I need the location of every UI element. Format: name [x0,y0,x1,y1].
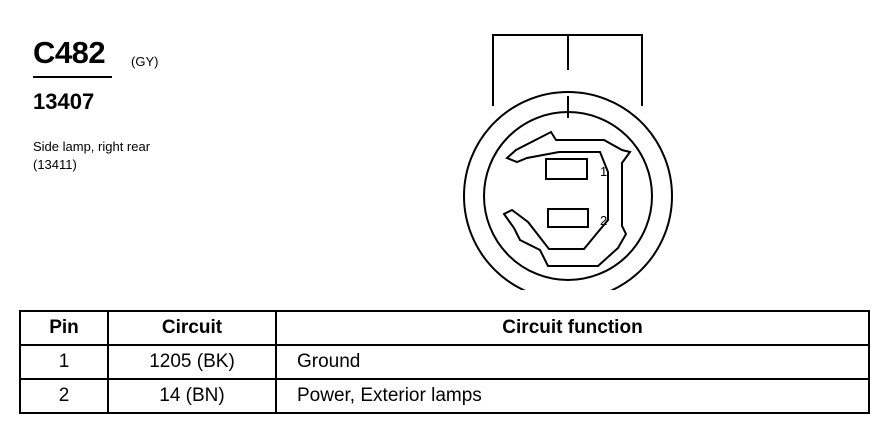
description-line: Side lamp, right rear [33,139,151,154]
connector-key-outline [502,130,632,267]
connector-description: Side lamp, right rear (13411) [33,138,150,174]
part-number: 13407 [33,89,95,114]
pin-2-terminal [547,208,589,228]
pin-2-label: 2 [600,213,607,228]
header-pin: Pin [19,310,109,346]
table-header-row: Pin Circuit Circuit function [19,310,870,346]
connector-color-code: (GY) [131,54,159,69]
header-circuit-function: Circuit function [275,310,870,346]
connector-id: C482 [33,35,106,70]
cell-pin: 2 [19,378,109,414]
pinout-table: Pin Circuit Circuit function 1 1205 (BK)… [19,310,870,414]
table-row: 2 14 (BN) Power, Exterior lamps [19,378,870,414]
connector-outer-ring [463,91,673,290]
cell-function: Ground [275,344,870,380]
cell-function: Power, Exterior lamps [275,378,870,414]
table-row: 1 1205 (BK) Ground [19,344,870,380]
cell-circuit: 1205 (BK) [107,344,277,380]
pin-1-label: 1 [600,164,607,179]
cell-circuit: 14 (BN) [107,378,277,414]
cell-pin: 1 [19,344,109,380]
connector-inner-ring [483,111,653,281]
title-underline [33,76,112,78]
connector-face-diagram: 1 2 [463,34,673,290]
description-line: (13411) [33,157,77,172]
pin-1-terminal [545,158,588,180]
header-circuit: Circuit [107,310,277,346]
